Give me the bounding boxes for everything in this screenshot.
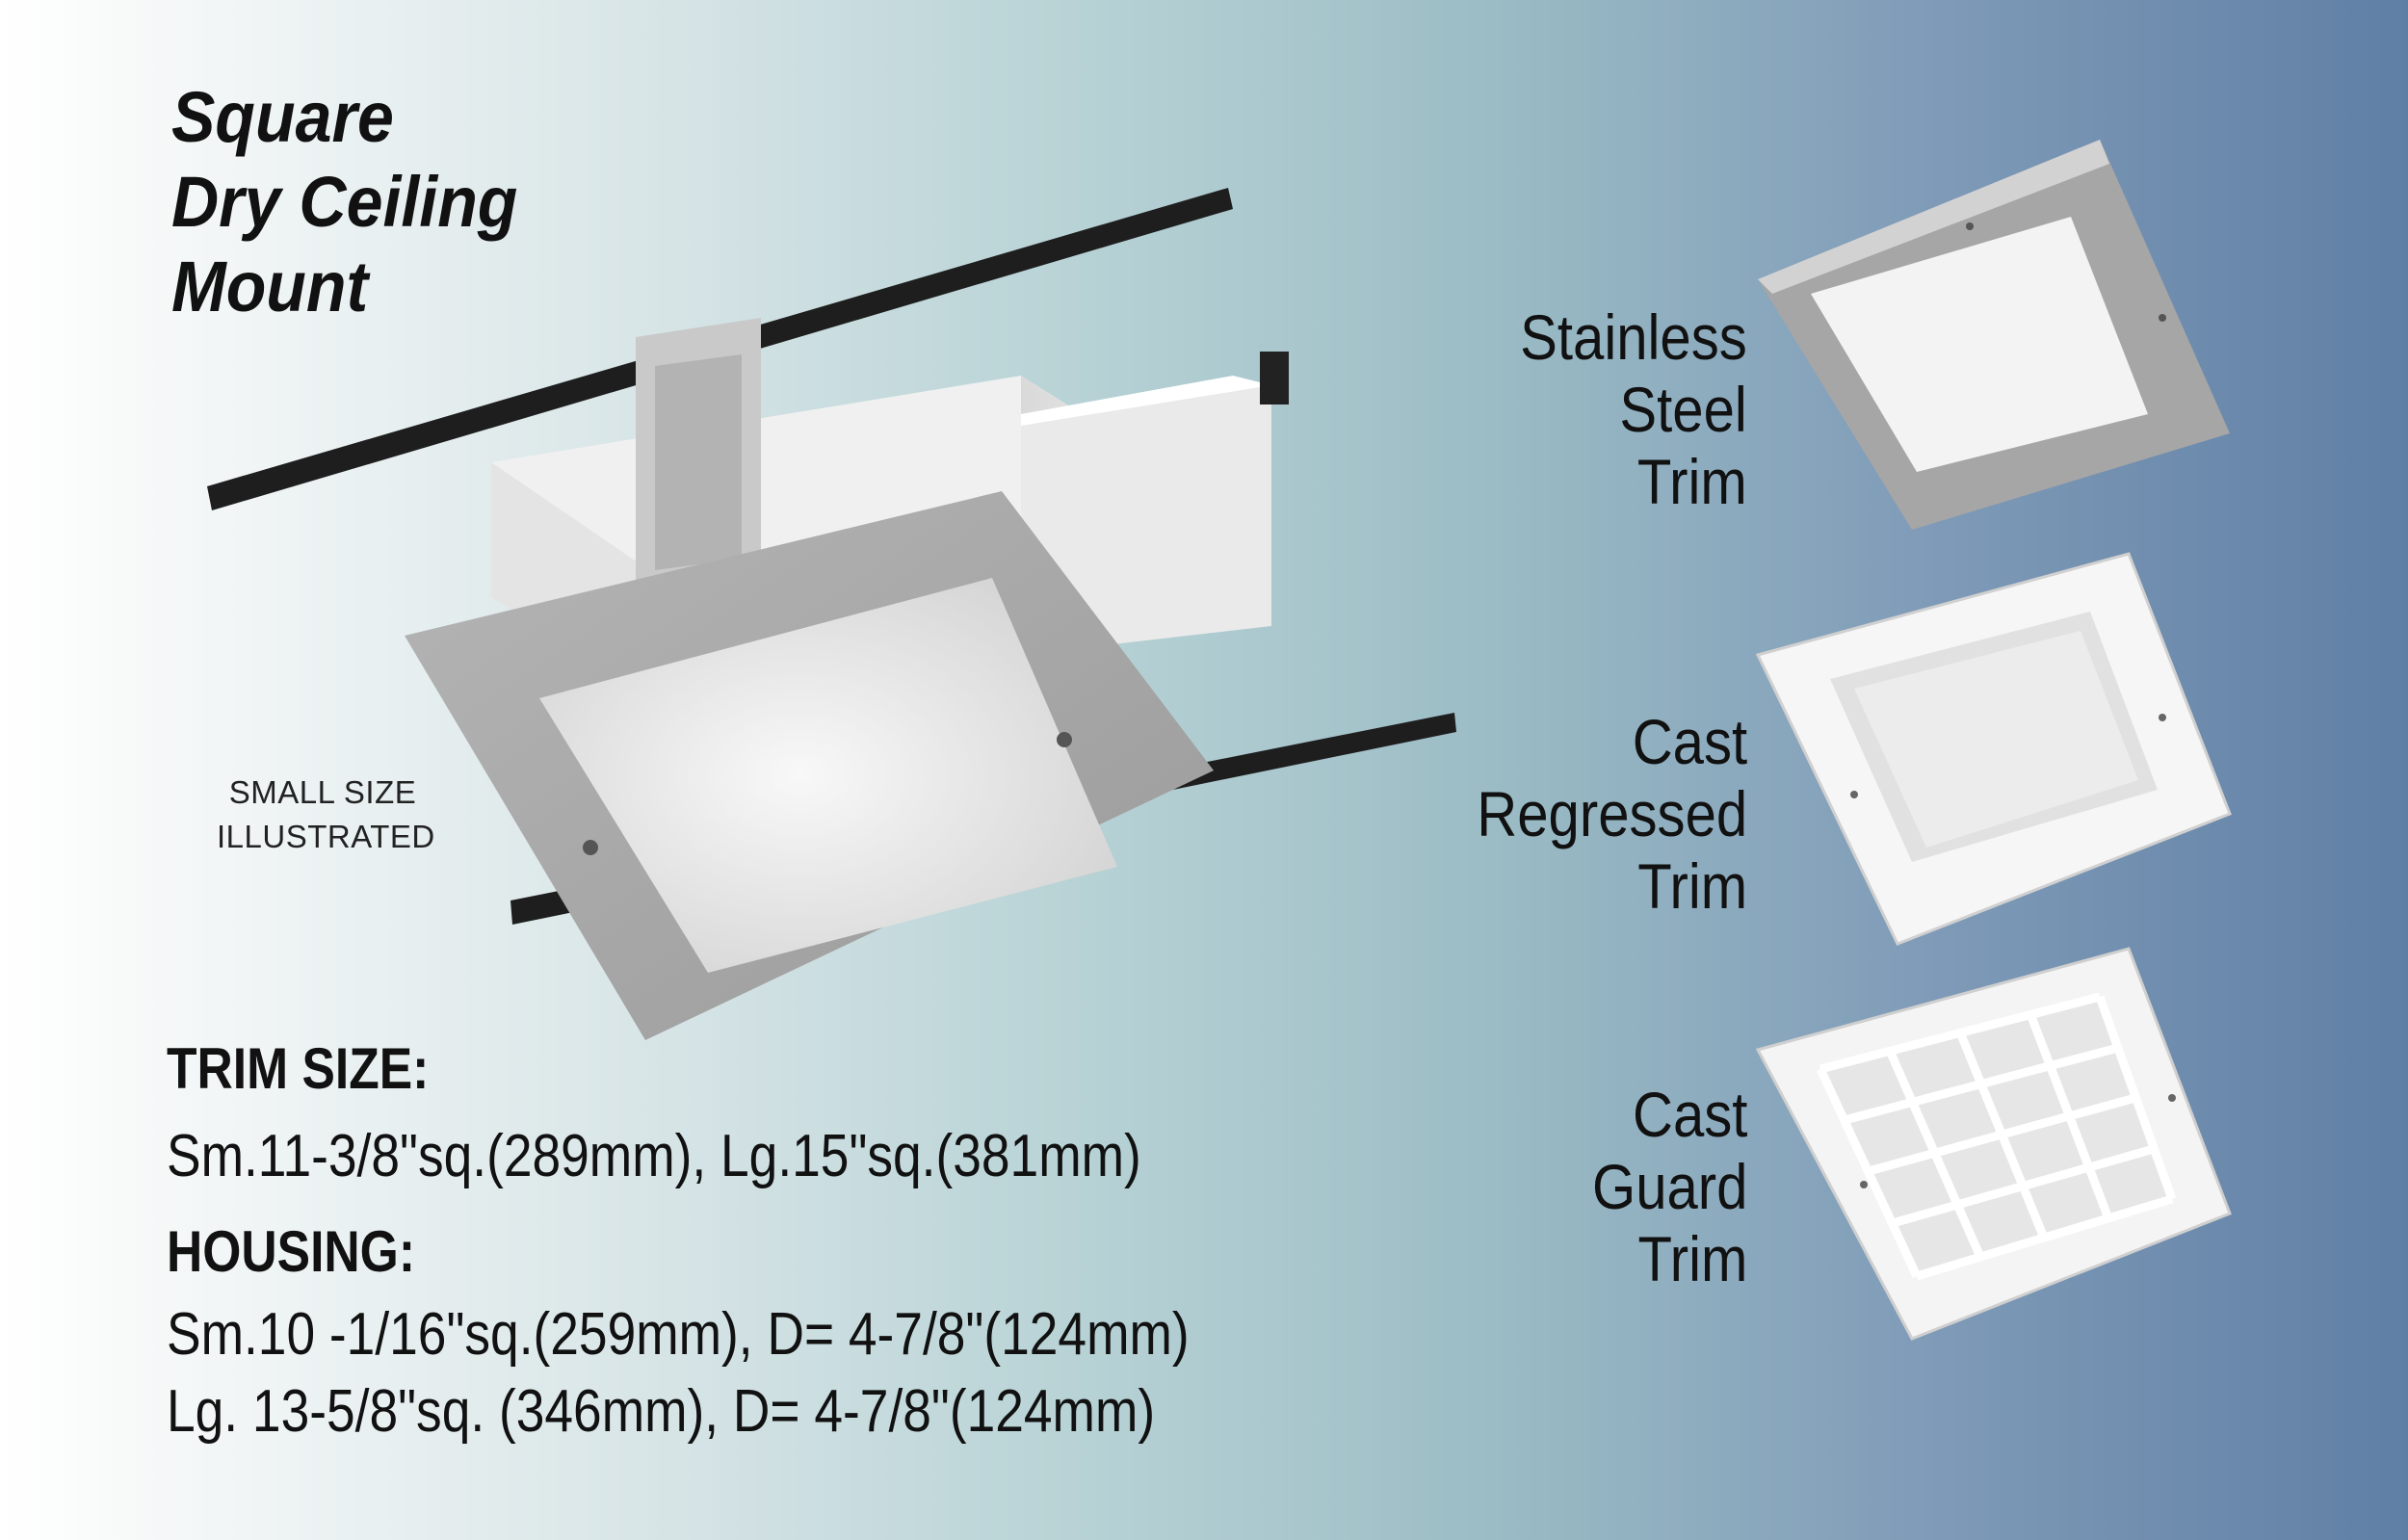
cast-regressed-trim-image — [1755, 552, 2232, 946]
cast-guard-trim-image — [1755, 947, 2232, 1341]
main-fixture-image — [207, 188, 1456, 1040]
product-title: Square Dry Ceiling Mount — [171, 75, 548, 329]
title-line-3: Mount — [171, 247, 369, 326]
trim-label-line: Trim — [1637, 446, 1747, 517]
wire-connector-icon — [1260, 352, 1289, 405]
size-note-line-1: SMALL SIZE — [228, 774, 417, 810]
title-line-2: Dry Ceiling — [171, 162, 518, 242]
size-note: SMALL SIZE ILLUSTRATED — [217, 770, 435, 859]
guard-grid — [1816, 992, 2177, 1281]
trim-size-value: Sm.11-3/8"sq.(289mm), Lg.15"sq.(381mm) — [167, 1123, 1141, 1189]
stainless-steel-trim-image — [1758, 140, 2230, 530]
trim-label-line: Cast — [1632, 1079, 1747, 1150]
trim-label-cast-guard: Cast Guard Trim — [1571, 1079, 1747, 1295]
trim-label-line: Trim — [1637, 850, 1747, 922]
housing-value-small: Sm.10 -1/16"sq.(259mm), D= 4-7/8"(124mm) — [167, 1301, 1190, 1368]
trim-label-line: Trim — [1637, 1223, 1747, 1294]
trim-label-line: Regressed — [1477, 778, 1747, 849]
trim-label-line: Stainless — [1520, 301, 1747, 373]
trim-label-line: Guard — [1591, 1151, 1747, 1222]
fixture-lens — [539, 578, 1117, 973]
trim-size-heading: TRIM SIZE: — [167, 1036, 430, 1101]
title-line-1: Square — [171, 77, 394, 157]
housing-box — [491, 318, 1289, 713]
fixture-trim — [405, 491, 1214, 1040]
trim-label-line: Steel — [1619, 374, 1747, 445]
size-note-line-2: ILLUSTRATED — [217, 819, 435, 854]
trim-label-stainless-steel: Stainless Steel Trim — [1489, 301, 1747, 518]
trim-label-line: Cast — [1632, 706, 1747, 777]
housing-value-large: Lg. 13-5/8"sq. (346mm), D= 4-7/8"(124mm) — [167, 1378, 1156, 1445]
trim-label-cast-regressed: Cast Regressed Trim — [1440, 706, 1747, 923]
housing-heading: HOUSING: — [167, 1219, 415, 1284]
